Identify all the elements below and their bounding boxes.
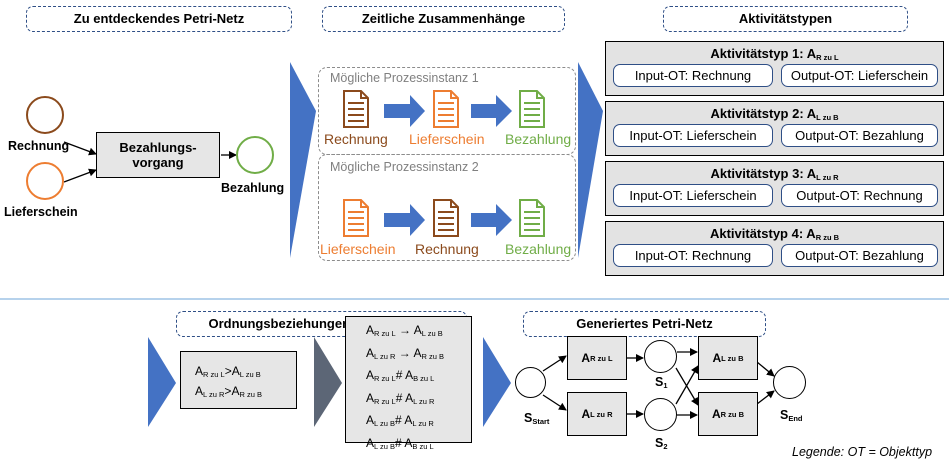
chevron-3	[148, 337, 176, 427]
input-ot-pill: Input-OT: Rechnung	[613, 64, 773, 87]
title-temporal: Zeitliche Zusammenhänge	[322, 6, 565, 32]
title-generated: Generiertes Petri-Netz	[523, 311, 766, 337]
place-s1	[644, 340, 677, 373]
arc-lb-to-end	[756, 361, 775, 377]
arc-start-to-lr	[542, 394, 567, 411]
flow-arrow-2b	[471, 204, 512, 236]
label-lieferschein: Lieferschein	[4, 205, 78, 219]
arc-rechnung-to-transition	[63, 141, 97, 156]
process-instance-2	[318, 154, 576, 261]
instance-1-title: Mögliche Prozessinstanz 1	[330, 71, 479, 85]
relation-row: AL zu B# AL zu R	[366, 413, 434, 428]
activity-type-header: Aktivitätstyp 2: AL zu B	[710, 106, 839, 122]
instance-2-title: Mögliche Prozessinstanz 2	[330, 160, 479, 174]
activity-type-card-4: Aktivitätstyp 4: AR zu B Input-OT: Rechn…	[605, 221, 944, 276]
activity-type-card-3: Aktivitätstyp 3: AL zu R Input-OT: Liefe…	[605, 161, 944, 216]
legend-text: Legende: OT = Objekttyp	[792, 445, 933, 459]
place-lieferschein	[26, 162, 64, 200]
relation-row: AR zu L>AL zu B	[195, 364, 261, 379]
document-icon-bezahlung-2	[519, 199, 545, 237]
ordering-list-1: AR zu L>AL zu B AL zu R>AR zu B	[195, 363, 262, 403]
ordering-box-directly-follows: AR zu L>AL zu B AL zu R>AR zu B	[180, 351, 297, 409]
document-icon-rechnung-1	[343, 90, 369, 128]
instance-2-doc-3: Bezahlung	[505, 241, 572, 257]
arc-lieferschein-to-transition	[63, 168, 97, 183]
place-s-end	[773, 366, 806, 399]
chevron-2	[578, 62, 603, 258]
instance-2-doc-2: Rechnung	[415, 241, 479, 257]
label-bezahlung: Bezahlung	[221, 181, 285, 195]
arc-s2-to-lb	[675, 365, 699, 405]
transition-label-line2: vorgang	[132, 155, 184, 170]
instance-1-doc-1: Rechnung	[324, 131, 388, 147]
output-ot-pill: Output-OT: Lieferschein	[781, 64, 938, 87]
document-icon-lieferschein-1	[433, 90, 459, 128]
flow-arrow-2a	[384, 204, 425, 236]
place-s2	[644, 398, 677, 431]
document-icon-bezahlung-1	[519, 90, 545, 128]
arc-rb-to-end	[756, 390, 775, 405]
relation-row: AR zu L# AL zu R	[366, 390, 435, 406]
activity-type-card-1: Aktivitätstyp 1: AR zu L Input-OT: Rechn…	[605, 41, 944, 96]
flow-arrow-1b	[471, 95, 512, 127]
output-ot-pill: Output-OT: Bezahlung	[781, 124, 938, 147]
activity-type-header: Aktivitätstyp 4: AR zu B	[709, 226, 840, 242]
place-s-start	[515, 367, 546, 398]
instance-1-doc-2: Lieferschein	[409, 131, 485, 147]
label-s-end: SEnd	[780, 408, 803, 423]
output-ot-pill: Output-OT: Rechnung	[781, 184, 938, 207]
chevron-1	[290, 62, 316, 258]
transition-label-line1: Bezahlungs-	[119, 140, 197, 155]
relation-row: AL zu B# AB zu L	[366, 435, 434, 451]
ordering-box-relations: AR zu L → AL zu B AL zu R → AR zu B AR z…	[345, 316, 472, 451]
activity-type-header: Aktivitätstyp 3: AL zu R	[710, 166, 839, 182]
label-s2: S2	[655, 436, 668, 451]
label-s1: S1	[655, 375, 668, 390]
place-bezahlung	[236, 136, 274, 174]
flow-arrow-1a	[384, 95, 425, 127]
relation-row: AR zu L → AL zu B	[366, 323, 443, 338]
document-icon-lieferschein-2	[343, 199, 369, 237]
activity-type-card-2: Aktivitätstyp 2: AL zu B Input-OT: Liefe…	[605, 101, 944, 156]
place-rechnung	[26, 96, 64, 134]
relation-row: AR zu L# AB zu L	[366, 368, 435, 383]
input-ot-pill: Input-OT: Lieferschein	[613, 184, 773, 207]
title-petri-to-discover: Zu entdeckendes Petri-Netz	[26, 6, 292, 32]
instance-1-doc-3: Bezahlung	[505, 131, 572, 147]
title-activity-types: Aktivitätstypen	[663, 6, 908, 32]
output-ot-pill: Output-OT: Bezahlung	[781, 244, 938, 267]
input-ot-pill: Input-OT: Lieferschein	[613, 124, 773, 147]
input-ot-pill: Input-OT: Rechnung	[613, 244, 773, 267]
label-rechnung: Rechnung	[8, 139, 70, 153]
relation-row: AL zu R → AR zu B	[366, 345, 444, 361]
chevron-4	[314, 337, 342, 427]
chevron-5	[483, 337, 511, 427]
ordering-list-2: AR zu L → AL zu B AL zu R → AR zu B AR z…	[366, 321, 444, 456]
transition-bezahlungsvorgang: Bezahlungs- vorgang	[96, 132, 220, 178]
relation-row: AL zu R>AR zu B	[195, 384, 262, 399]
label-s-start: SStart	[524, 411, 550, 426]
activity-type-header: Aktivitätstyp 1: AR zu L	[710, 46, 839, 62]
instance-2-doc-1: Lieferschein	[320, 241, 396, 257]
document-icon-rechnung-2	[433, 199, 459, 237]
arc-start-to-rl	[542, 355, 567, 372]
arc-s1-to-rb	[675, 367, 699, 406]
